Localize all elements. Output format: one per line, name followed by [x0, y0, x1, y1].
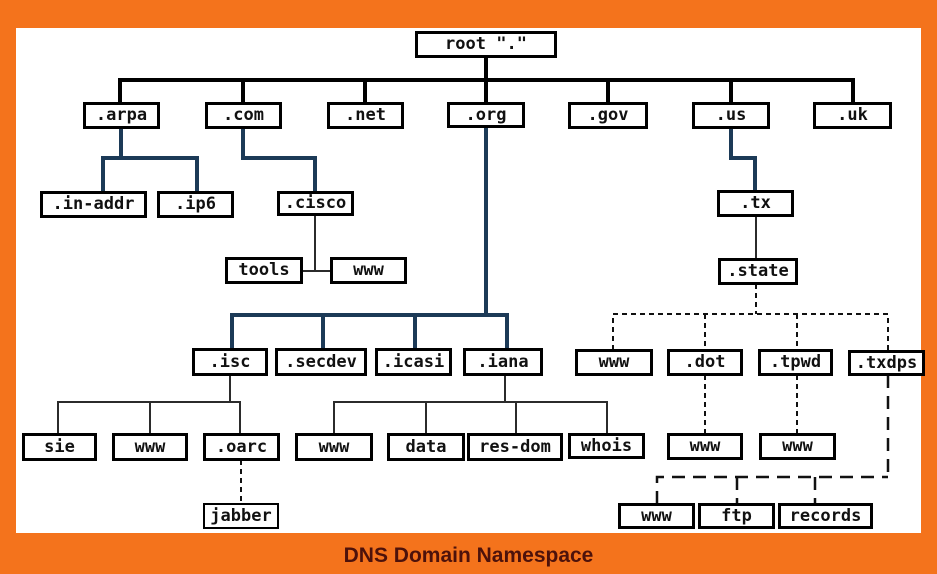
node-ip6: .ip6: [157, 191, 234, 218]
node-arpa: .arpa: [83, 102, 160, 129]
node-root: root ".": [415, 31, 557, 58]
node-cisco: .cisco: [277, 191, 354, 216]
node-www-txdps: www: [618, 503, 695, 529]
node-jabber: jabber: [203, 503, 279, 529]
node-www-isc: www: [112, 433, 188, 461]
node-whois: whois: [568, 433, 645, 459]
node-dot: .dot: [667, 349, 743, 376]
node-www-iana: www: [295, 433, 373, 461]
node-records: records: [778, 503, 873, 529]
node-tools: tools: [225, 257, 303, 284]
node-icasi: .icasi: [375, 348, 452, 376]
node-isc: .isc: [192, 348, 268, 376]
node-com: .com: [205, 102, 282, 129]
node-secdev: .secdev: [275, 348, 367, 376]
node-gov: .gov: [568, 102, 648, 129]
node-tx: .tx: [717, 190, 794, 217]
node-www-state: www: [575, 349, 653, 376]
node-www-tpwd: www: [759, 433, 836, 460]
node-us: .us: [692, 102, 770, 129]
caption: DNS Domain Namespace: [343, 544, 594, 567]
node-state: .state: [718, 258, 798, 285]
node-tpwd: .tpwd: [758, 349, 833, 376]
node-org: .org: [447, 102, 525, 128]
node-oarc: .oarc: [203, 433, 280, 461]
node-data: data: [387, 433, 465, 461]
node-sie: sie: [22, 433, 97, 461]
node-www-cisco: www: [330, 257, 407, 284]
node-www-dot: www: [667, 433, 743, 460]
node-in-addr: .in-addr: [40, 191, 147, 218]
node-net: .net: [327, 102, 404, 129]
node-iana: .iana: [463, 348, 543, 376]
node-res-dom: res-dom: [467, 433, 563, 461]
node-uk: .uk: [813, 102, 892, 129]
node-txdps: .txdps: [848, 350, 925, 376]
node-ftp: ftp: [698, 503, 775, 529]
